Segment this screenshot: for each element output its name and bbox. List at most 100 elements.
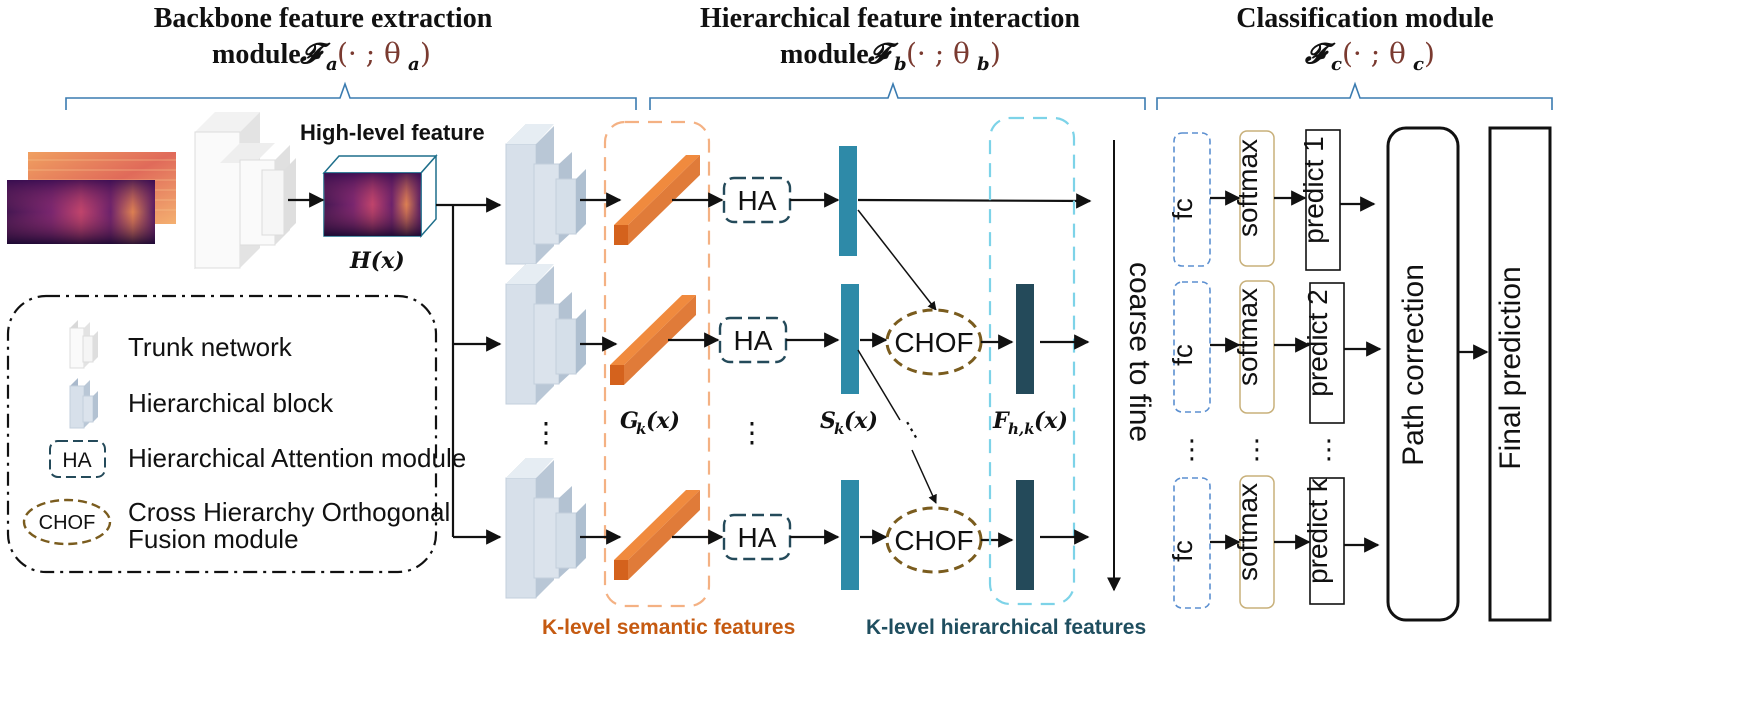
- semantic-feature-region: [603, 120, 711, 608]
- classification-title-line1: Classification module: [1236, 3, 1493, 34]
- predict2-text: predict 2: [1302, 289, 1333, 396]
- chof-text-row2: CHOF: [894, 327, 973, 358]
- rows-ellipsis-predict: ⋮: [1316, 435, 1342, 465]
- fc-box-row1: fc: [1167, 132, 1211, 267]
- split-connectors: [436, 197, 502, 545]
- classification-math-sub: c: [1331, 54, 1342, 75]
- softmax-box-row2: softmax: [1232, 280, 1275, 414]
- backbone-brace: [65, 81, 637, 110]
- legend-box: [6, 294, 438, 574]
- predict-box-row1: predict 1: [1298, 129, 1341, 271]
- final-prediction-label: Final prediction: [1494, 266, 1527, 469]
- trunk-network: [194, 112, 296, 270]
- ha-box-row1: HA: [722, 176, 792, 224]
- hierarchical-param-sub: b: [977, 54, 990, 75]
- hierarchical-brace: [649, 81, 1146, 110]
- rows-ellipsis-softmax: ⋮: [1244, 435, 1270, 465]
- classification-title: Classification module 𝓕 c (· ; θ c ): [1236, 3, 1493, 75]
- section-braces: [65, 81, 1553, 110]
- fc-text-row2: fc: [1167, 344, 1198, 366]
- fc-to-softmax-arrows: [1210, 190, 1241, 550]
- backbone-title-line2: module: [212, 39, 301, 70]
- diag-line-s2: [857, 349, 901, 421]
- legend-trunk-icon: [69, 320, 98, 369]
- chof-to-f-arrows: [981, 334, 1014, 548]
- softmax-text-row2: softmax: [1232, 288, 1263, 386]
- hierarchical-math-sub: b: [894, 54, 907, 75]
- legend-hier-icon: [69, 378, 98, 429]
- sk-label: S k (x): [820, 408, 878, 438]
- high-level-feature-label: High-level feature: [300, 120, 485, 145]
- ha-text-row2: HA: [734, 325, 773, 356]
- hierarchical-block-row2: [505, 264, 586, 405]
- fhk-label-arg: (x): [1034, 408, 1068, 434]
- ha-box-rowk: HA: [722, 513, 792, 561]
- final-prediction-box: [1488, 126, 1552, 622]
- classification-params: (· ; θ: [1342, 37, 1406, 70]
- block-to-slab-arrows: [580, 192, 622, 545]
- f-output-arrows: [1040, 334, 1090, 545]
- gk-label-arg: (x): [646, 408, 680, 434]
- input-spectrograms: [7, 152, 176, 244]
- hierarchical-block-rowk: [505, 458, 586, 599]
- hierarchical-block-row1: [505, 124, 586, 265]
- legend-chof-label-line2: Fusion module: [128, 524, 299, 554]
- legend-trunk-label: Trunk network: [128, 332, 293, 362]
- predict-to-path-arrows: [1340, 196, 1382, 553]
- backbone-param-sub: a: [408, 54, 420, 75]
- backbone-title-line1: Backbone feature extraction: [154, 3, 493, 34]
- s-bar-row1: [839, 146, 857, 256]
- ha-to-s-arrows: [786, 192, 840, 545]
- diag-ellipsis: ⋮: [896, 414, 928, 447]
- predict1-text: predict 1: [1298, 136, 1329, 243]
- fhk-label-sub: h,k: [1008, 420, 1035, 438]
- legend-ha-icon: HA: [49, 440, 106, 478]
- legend-chof-text: CHOF: [39, 512, 96, 534]
- gk-label-sub: k: [636, 420, 646, 438]
- fc-box-row2: fc: [1167, 281, 1211, 413]
- predictk-text: predict k: [1302, 477, 1333, 584]
- softmax-box-rowk: softmax: [1232, 475, 1275, 609]
- softmax-text-rowk: softmax: [1232, 483, 1263, 581]
- rows-ellipsis-fc: ⋮: [1179, 435, 1205, 465]
- s-bar-row2: [841, 284, 859, 394]
- sk-label-sub: k: [834, 420, 844, 438]
- chof-text-rowk: CHOF: [894, 525, 973, 556]
- semantic-slab-row2: [610, 295, 696, 385]
- classification-brace: [1156, 81, 1553, 110]
- spectrogram-front-shade: [7, 180, 155, 244]
- backbone-title: Backbone feature extraction module 𝓕 a (…: [154, 3, 493, 75]
- hierarchical-title: Hierarchical feature interaction module …: [700, 3, 1080, 75]
- fc-text-row1: fc: [1167, 198, 1198, 220]
- softmax-to-predict-arrows: [1274, 190, 1311, 550]
- semantic-slab-row1: [614, 155, 700, 245]
- legend-chof-label-line1: Cross Hierarchy Orthogonal: [128, 497, 450, 527]
- hierarchical-params: (· ; θ: [906, 37, 970, 70]
- fhk-label-main: F: [992, 408, 1010, 434]
- rows-ellipsis-blocks: ⋮: [532, 416, 560, 449]
- fhk-label: F h,k (x): [992, 408, 1068, 438]
- hx-label: H(x): [349, 248, 405, 274]
- predict-box-rowk: predict k: [1302, 477, 1345, 605]
- rows-ellipsis-ha: ⋮: [738, 416, 766, 449]
- chof-rowk: CHOF: [885, 506, 983, 574]
- slab-to-ha-arrows: [668, 192, 724, 545]
- fc-box-rowk: fc: [1167, 477, 1211, 609]
- hierarchical-close-paren: ): [990, 37, 1001, 70]
- coarse-to-fine-label: coarse to fine: [1123, 262, 1156, 442]
- semantic-slab-rowk: [614, 490, 700, 580]
- high-level-feature-cube: [322, 154, 438, 238]
- ha-text-row1: HA: [738, 185, 777, 216]
- classification-param-sub: c: [1413, 54, 1424, 75]
- softmax-text-row1: softmax: [1232, 139, 1263, 237]
- backbone-params: (· ; θ: [337, 37, 401, 70]
- legend-hier-label: Hierarchical block: [128, 388, 334, 418]
- legend-ha-text: HA: [62, 449, 91, 472]
- legend-chof-icon: CHOF: [22, 498, 112, 546]
- sk-label-arg: (x): [844, 408, 878, 434]
- ha-text-rowk: HA: [738, 522, 777, 553]
- sk-label-main: S: [820, 408, 836, 434]
- fc-text-rowk: fc: [1167, 540, 1198, 562]
- row1-output-arrow: [857, 193, 1092, 209]
